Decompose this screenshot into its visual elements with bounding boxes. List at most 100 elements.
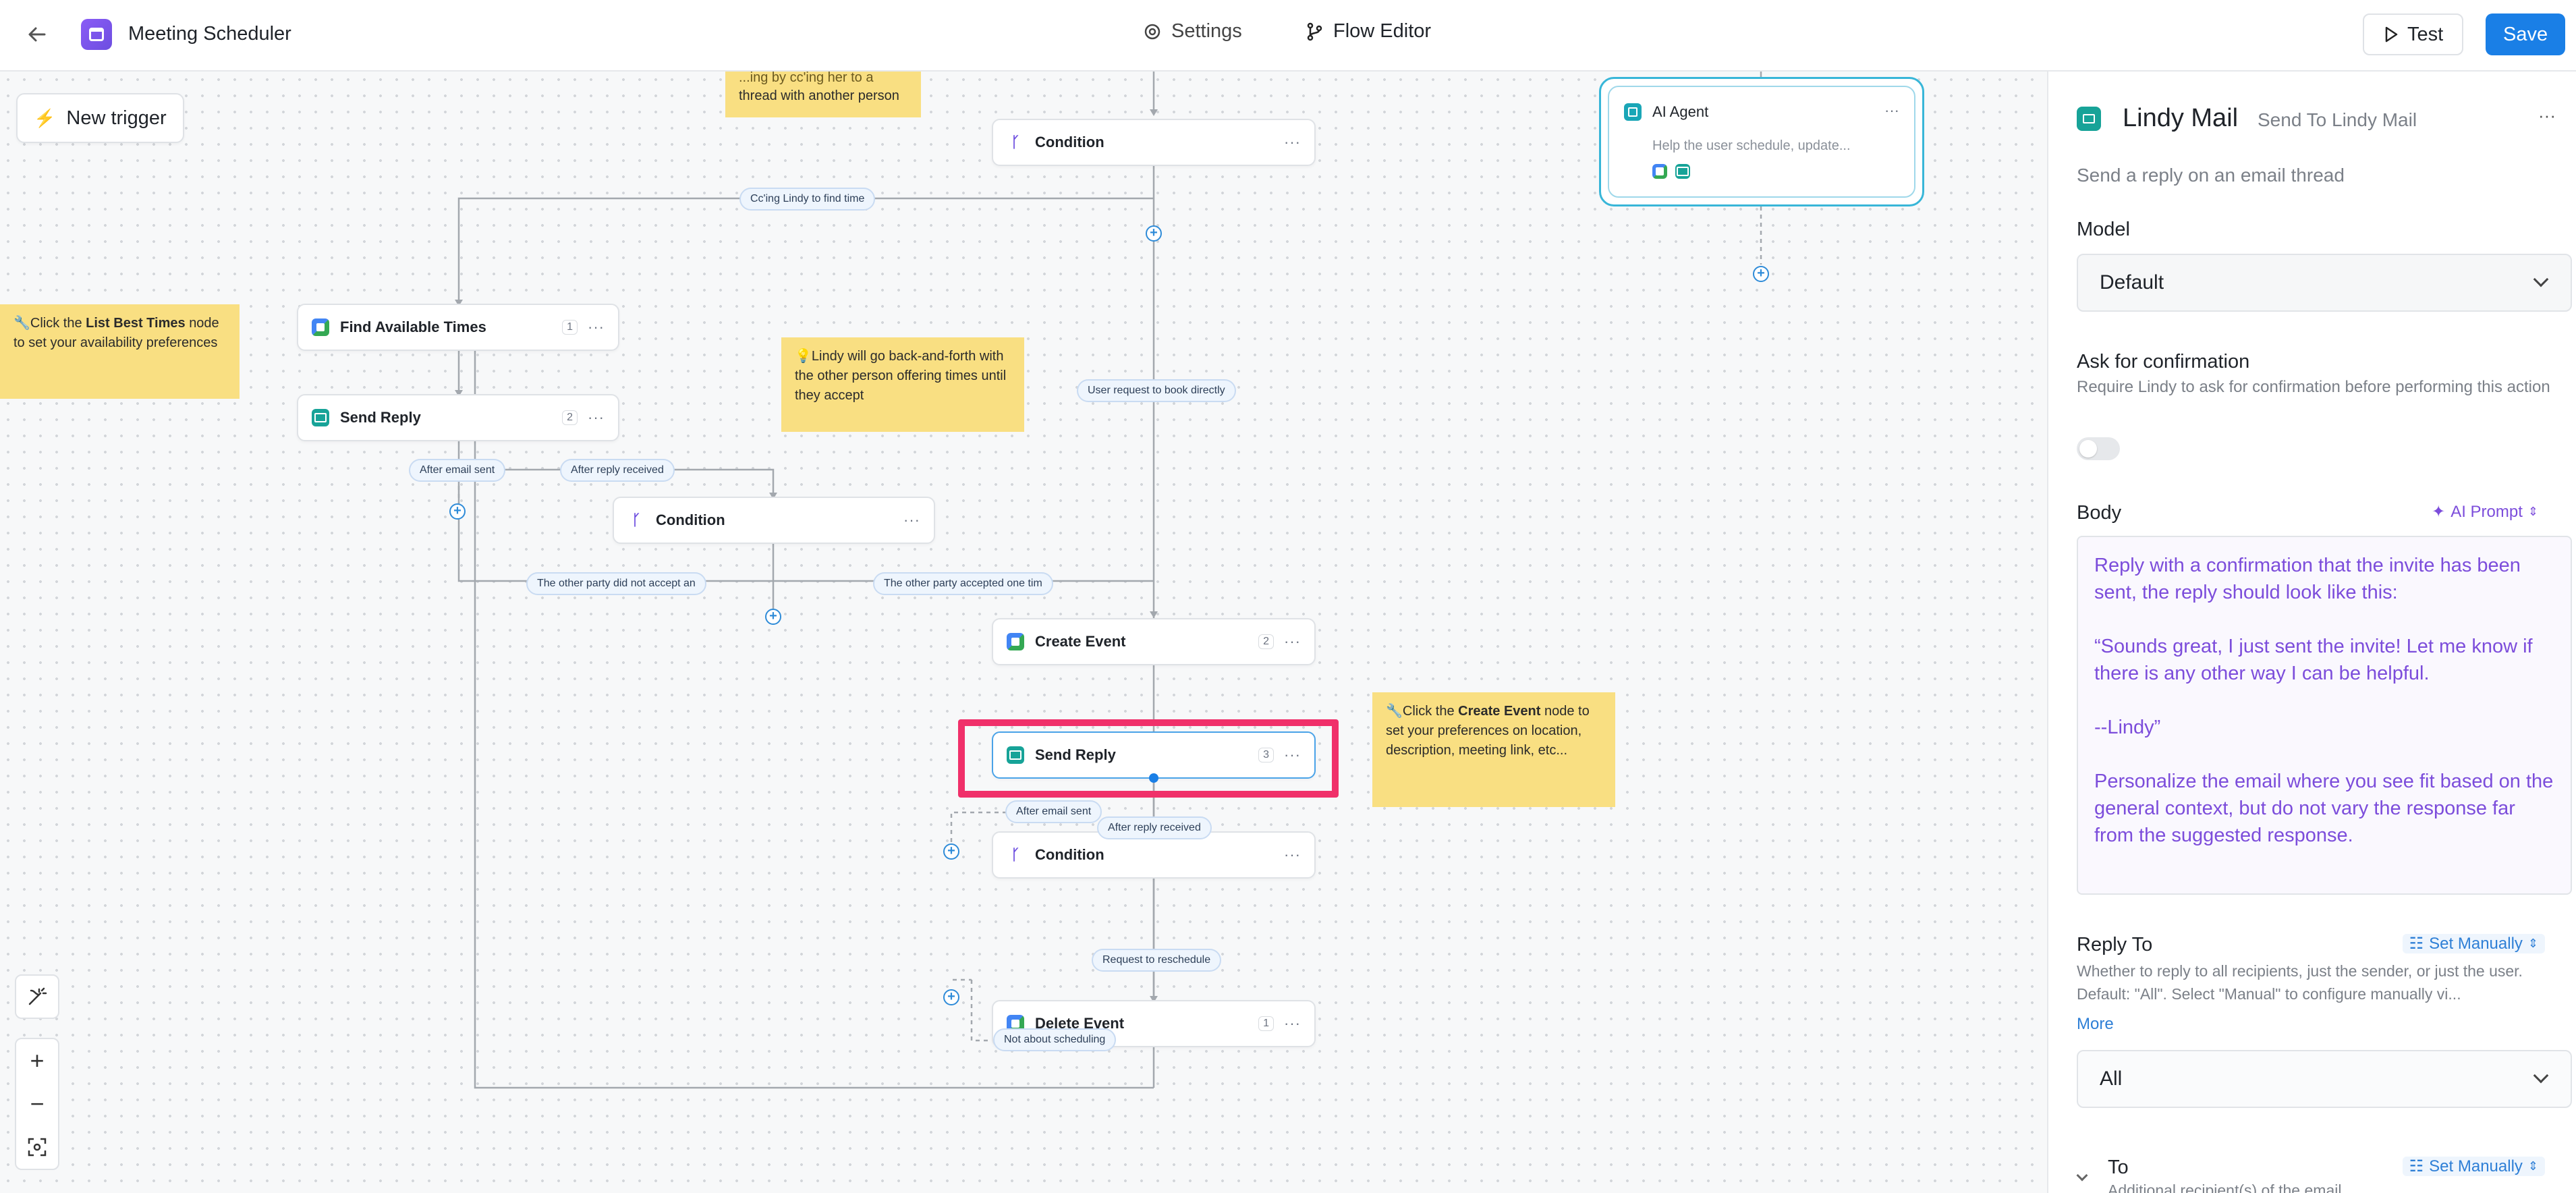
- branch-icon: ᚴ: [632, 511, 641, 528]
- more-icon[interactable]: ···: [1284, 746, 1301, 763]
- more-icon[interactable]: ···: [1884, 102, 1899, 119]
- mail-icon: [312, 409, 329, 426]
- updown-icon: ⇕: [2527, 505, 2538, 518]
- body-editor[interactable]: Reply with a confirmation that the invit…: [2077, 536, 2572, 895]
- more-icon[interactable]: ···: [1284, 846, 1301, 863]
- edge-label-after-reply-received-2[interactable]: After reply received: [1097, 816, 1212, 839]
- note-list-best-times[interactable]: 🔧Click the List Best Times node to set y…: [0, 304, 240, 399]
- reply-to-mode-selector[interactable]: ☷ Set Manually ⇕: [2402, 934, 2545, 953]
- add-step-button[interactable]: +: [765, 609, 781, 625]
- add-step-button[interactable]: +: [943, 843, 959, 860]
- edge-label-after-email-sent-2[interactable]: After email sent: [1005, 800, 1102, 823]
- settings-label: Settings: [1171, 20, 1242, 42]
- note-list-best-times-pre: 🔧Click the: [13, 316, 86, 331]
- to-collapse-chevron[interactable]: [2075, 1169, 2090, 1185]
- app-icon: [81, 19, 112, 50]
- more-icon[interactable]: ···: [1284, 1015, 1301, 1032]
- more-icon[interactable]: ···: [588, 409, 605, 426]
- add-step-button[interactable]: +: [1146, 225, 1162, 242]
- sliders-icon: ☷: [2409, 1157, 2424, 1175]
- top-bar: Meeting Scheduler Settings Flow Editor T…: [0, 0, 2576, 72]
- google-calendar-icon: [1007, 633, 1024, 650]
- confirm-toggle[interactable]: [2077, 437, 2120, 460]
- step-count-badge: 3: [1258, 748, 1274, 762]
- ai-agent-description: Help the user schedule, update...: [1652, 138, 1851, 153]
- note-top-line-2: thread with another person: [739, 88, 899, 103]
- node-label: Send Reply: [1035, 746, 1116, 763]
- ai-agent-icon: [1624, 103, 1642, 121]
- test-button[interactable]: Test: [2363, 13, 2464, 55]
- new-trigger-button[interactable]: ⚡ New trigger: [16, 93, 184, 143]
- step-count-badge: 2: [1258, 634, 1274, 649]
- add-step-button[interactable]: +: [1753, 266, 1769, 282]
- note-back-and-forth[interactable]: 💡Lindy will go back-and-forth with the o…: [781, 337, 1024, 432]
- to-label: To: [2108, 1157, 2129, 1178]
- reply-to-select[interactable]: All: [2077, 1050, 2572, 1108]
- branch-icon: ᚴ: [1011, 134, 1020, 150]
- edge-label-after-email-sent[interactable]: After email sent: [409, 459, 506, 482]
- lightning-icon: ⚡: [34, 107, 56, 128]
- node-label: Condition: [1035, 134, 1104, 150]
- node-label: Condition: [656, 511, 725, 528]
- body-mode-selector[interactable]: ✦ AI Prompt ⇕: [2432, 502, 2538, 522]
- body-paragraph-4: Personalize the email where you see fit …: [2094, 771, 2554, 846]
- git-branch-icon: [1307, 22, 1322, 40]
- condition-node-top[interactable]: ᚴ Condition ···: [992, 119, 1316, 166]
- step-count-badge: 1: [562, 320, 578, 335]
- zoom-out-button[interactable]: −: [30, 1090, 45, 1117]
- add-step-button[interactable]: +: [943, 989, 959, 1005]
- model-label: Model: [2077, 219, 2130, 240]
- edge-label-other-accepted[interactable]: The other party accepted one tim: [873, 572, 1053, 595]
- body-paragraph-2: “Sounds great, I just sent the invite! L…: [2094, 636, 2533, 684]
- google-calendar-icon: [312, 318, 329, 336]
- model-select[interactable]: Default: [2077, 254, 2572, 312]
- more-icon[interactable]: ···: [1284, 633, 1301, 650]
- reply-to-label: Reply To: [2077, 934, 2153, 955]
- new-trigger-label: New trigger: [66, 107, 167, 129]
- body-paragraph-3: --Lindy”: [2094, 717, 2161, 738]
- more-icon[interactable]: ···: [588, 318, 605, 335]
- chevron-down-icon: [2533, 271, 2549, 287]
- find-available-times-node[interactable]: Find Available Times 1 ···: [297, 304, 619, 351]
- add-step-button[interactable]: +: [449, 503, 466, 520]
- test-label: Test: [2407, 23, 2444, 45]
- ai-agent-node[interactable]: AI Agent ··· Help the user schedule, upd…: [1599, 77, 1924, 206]
- ai-agent-title: AI Agent: [1652, 103, 1709, 120]
- note-create-event[interactable]: 🔧Click the Create Event node to set your…: [1372, 692, 1615, 807]
- settings-tab[interactable]: Settings: [1143, 20, 1242, 43]
- confirm-description: Require Lindy to ask for confirmation be…: [2077, 378, 2550, 396]
- edge-label-ccing[interactable]: Cc'ing Lindy to find time: [739, 188, 876, 211]
- edge-label-other-not-accept[interactable]: The other party did not accept an: [526, 572, 706, 595]
- fit-view-button[interactable]: [16, 1126, 58, 1169]
- flow-canvas[interactable]: ⚡ New trigger ...ing by cc'ing her to a …: [0, 72, 2047, 1193]
- edge-label-not-about-scheduling[interactable]: Not about scheduling: [993, 1028, 1117, 1051]
- to-mode-label: Set Manually: [2429, 1157, 2523, 1175]
- condition-node-mid[interactable]: ᚴ Condition ···: [613, 497, 935, 544]
- calendar-icon: [89, 28, 104, 41]
- to-mode-selector[interactable]: ☷ Set Manually ⇕: [2402, 1157, 2545, 1176]
- send-reply-node-selected[interactable]: Send Reply 3 ···: [992, 731, 1316, 783]
- edge-label-request-reschedule[interactable]: Request to reschedule: [1092, 949, 1222, 972]
- edge-label-after-reply-received[interactable]: After reply received: [560, 459, 675, 482]
- zoom-in-button[interactable]: +: [30, 1047, 45, 1074]
- note-top[interactable]: ...ing by cc'ing her to a thread with an…: [725, 72, 921, 117]
- model-value: Default: [2100, 271, 2164, 294]
- panel-more-icon[interactable]: ···: [2538, 105, 2556, 126]
- send-reply-node-left[interactable]: Send Reply 2 ···: [297, 394, 619, 441]
- selection-highlight: [958, 719, 1339, 798]
- more-icon[interactable]: ···: [903, 511, 920, 528]
- arrow-left-icon: [28, 27, 46, 42]
- more-link[interactable]: More: [2077, 1015, 2114, 1033]
- flow-connectors: [455, 72, 1762, 1089]
- flow-editor-tab[interactable]: Flow Editor: [1305, 20, 1431, 43]
- edge-label-user-request[interactable]: User request to book directly: [1077, 379, 1236, 402]
- output-handle[interactable]: [1149, 773, 1158, 783]
- zoom-controls: + −: [15, 1038, 59, 1170]
- back-button[interactable]: [26, 23, 49, 46]
- step-count-badge: 2: [562, 410, 578, 425]
- more-icon[interactable]: ···: [1284, 134, 1301, 150]
- create-event-node[interactable]: Create Event 2 ···: [992, 618, 1316, 665]
- auto-layout-button[interactable]: [15, 974, 59, 1019]
- save-button[interactable]: Save: [2486, 13, 2566, 55]
- updown-icon: ⇕: [2527, 1159, 2538, 1173]
